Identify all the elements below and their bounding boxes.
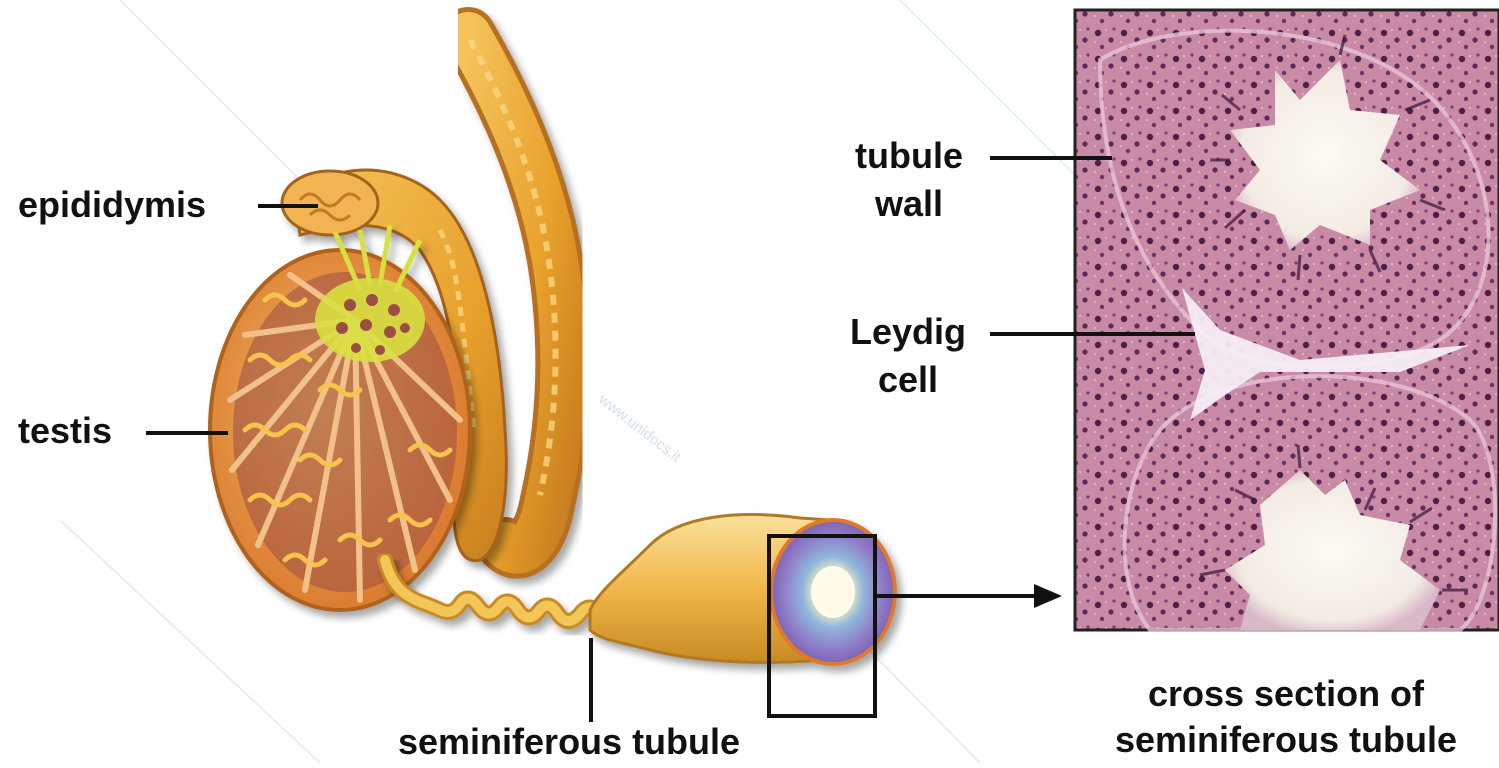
label-epididymis: epididymis xyxy=(18,187,206,223)
label-tubule-wall-line2: wall xyxy=(836,186,982,222)
pointer-arrow xyxy=(876,584,1062,608)
label-leydig-line2: cell xyxy=(834,362,982,398)
label-testis: testis xyxy=(18,413,112,449)
label-tubule-wall: tubule wall xyxy=(836,138,982,222)
caption-line2: seminiferous tubule xyxy=(1076,722,1496,758)
caption-line1: cross section of xyxy=(1076,676,1496,712)
rete-testis xyxy=(315,225,425,362)
label-leydig-line1: Leydig xyxy=(834,314,982,350)
testis-shape xyxy=(210,225,470,610)
label-leydig-cell: Leydig cell xyxy=(834,314,982,398)
caption-cross-section: cross section of seminiferous tubule xyxy=(1076,676,1496,758)
label-seminiferous-tubule: seminiferous tubule xyxy=(398,724,740,760)
label-tubule-wall-line1: tubule xyxy=(836,138,982,174)
micrograph-panel xyxy=(1075,10,1499,630)
